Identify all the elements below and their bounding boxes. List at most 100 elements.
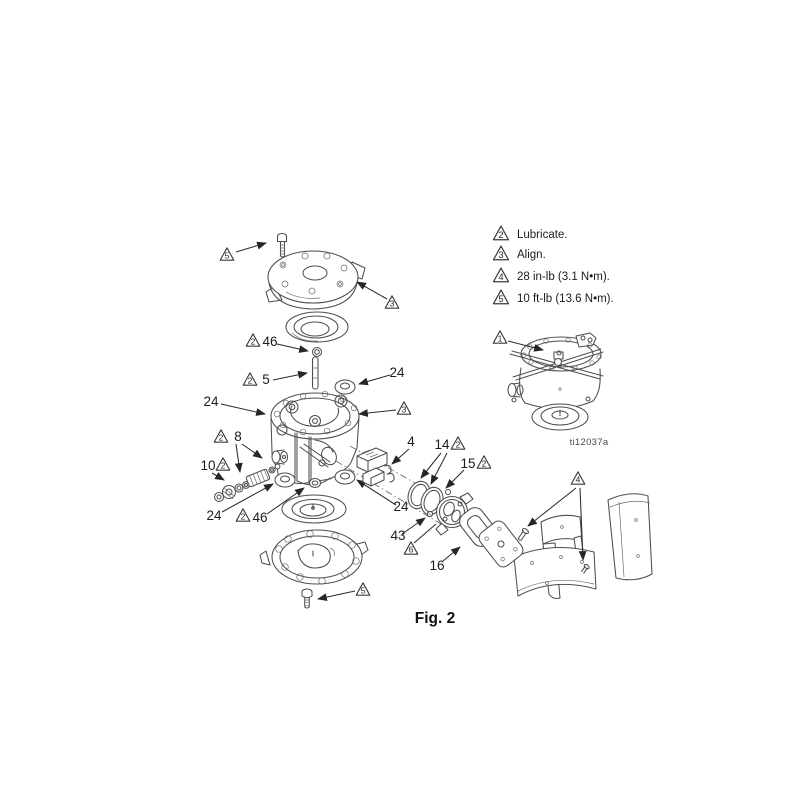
- svg-text:2: 2: [251, 336, 256, 346]
- ref-triangle-2-oring-lower: 2: [235, 508, 251, 522]
- part-label-10: 10: [200, 458, 215, 473]
- lower-diaphragm-plate: [281, 494, 347, 524]
- legend-text-torque-10: 10 ft-lb (13.6 N•m).: [517, 293, 614, 305]
- leader-align-plate: [356, 281, 388, 300]
- leader-24-lower-right: [356, 479, 397, 506]
- spring: [245, 468, 271, 488]
- part-label-24-lower-left: 24: [206, 508, 222, 523]
- leader-align-body: [358, 409, 397, 417]
- leader-ref1: [507, 340, 544, 352]
- ref-triangle-4-shells: 4: [570, 471, 586, 485]
- svg-text:6: 6: [409, 544, 414, 554]
- leader-16: [442, 546, 461, 562]
- front-shell-band: [513, 546, 597, 597]
- upper-diaphragm-plate: [285, 311, 349, 343]
- ref-triangle-2-stack: 2: [213, 429, 229, 443]
- ref-triangle-2-orings14: 2: [450, 436, 466, 450]
- drawing-code: ti12037a: [570, 437, 609, 448]
- svg-text:2: 2: [482, 458, 487, 468]
- side-port: [271, 449, 289, 465]
- part-label-24-left: 24: [203, 394, 219, 409]
- leader-24-left: [220, 403, 266, 416]
- legend-text-lubricate: Lubricate.: [517, 229, 568, 241]
- part-label-24-upper-right: 24: [389, 365, 405, 380]
- svg-text:1: 1: [498, 333, 503, 343]
- legend-triangle-2: 2: [492, 225, 510, 241]
- part-label-46-upper: 46: [262, 334, 277, 349]
- legend-triangle-3: 3: [492, 245, 510, 261]
- leader-24-lower-left: [221, 483, 274, 513]
- svg-text:5: 5: [361, 585, 366, 595]
- retaining-clips: [384, 464, 395, 483]
- svg-text:2: 2: [221, 460, 226, 470]
- legend-triangle-4: 4: [492, 267, 510, 283]
- svg-text:4: 4: [576, 474, 581, 484]
- ref-triangle-5-top: 5: [219, 247, 235, 261]
- ref-triangle-2-oring-upper: 2: [245, 333, 261, 347]
- svg-text:3: 3: [498, 250, 503, 260]
- leader-24-upper: [358, 374, 391, 386]
- legend-text-torque-28: 28 in-lb (3.1 N•m).: [517, 271, 610, 283]
- oring-46-upper: [311, 346, 323, 358]
- part-label-46-lower: 46: [252, 510, 267, 525]
- svg-text:2: 2: [248, 375, 253, 385]
- part-label-5: 5: [262, 372, 270, 387]
- washer-spring-stack: [213, 463, 281, 503]
- ref-triangle-2-pin15: 2: [476, 455, 492, 469]
- svg-text:2: 2: [219, 432, 224, 442]
- leader-15: [445, 469, 465, 489]
- svg-text:5: 5: [498, 294, 503, 304]
- svg-text:4: 4: [498, 272, 503, 282]
- leader-ref6: [413, 523, 437, 544]
- shell-screw-left: [517, 528, 529, 541]
- leader-shell-screw-left: [527, 487, 577, 527]
- leader-8a: [234, 443, 243, 473]
- svg-text:5: 5: [225, 250, 230, 260]
- cover-bolt-holes: [275, 530, 360, 585]
- leader-10: [211, 472, 225, 481]
- leader-14b: [430, 452, 448, 485]
- assembled-side-port: [507, 382, 524, 403]
- ref-triangle-3-body: 3: [396, 401, 412, 415]
- svg-text:2: 2: [241, 511, 246, 521]
- plate-holes: [279, 252, 348, 295]
- svg-text:3: 3: [402, 404, 407, 414]
- bottom-screw: [301, 588, 313, 609]
- center-section: [270, 390, 360, 486]
- legend-triangle-5: 5: [492, 289, 510, 305]
- detent-housing: [356, 447, 388, 487]
- legend-text-align: Align.: [517, 249, 546, 261]
- grommet-24-lower-right: [334, 469, 356, 485]
- part-label-24-lower-right: 24: [393, 499, 409, 514]
- grommet-24-lower-left: [274, 472, 296, 488]
- ref-triangle-3-plate: 3: [384, 295, 400, 309]
- assembled-view: [507, 332, 604, 431]
- pin-15: [444, 488, 452, 496]
- leader-14a: [420, 452, 442, 479]
- part-label-4: 4: [407, 434, 415, 449]
- ref-triangle-2-washers: 2: [215, 457, 231, 471]
- part-label-16: 16: [429, 558, 444, 573]
- svg-text:3: 3: [390, 298, 395, 308]
- ref-triangle-5-bottom: 5: [355, 582, 371, 596]
- valve-cover-16: [478, 520, 524, 568]
- leader-4: [391, 448, 410, 465]
- leader-46-lower: [266, 487, 305, 515]
- bottom-cover: [259, 529, 369, 585]
- part-label-15: 15: [460, 456, 475, 471]
- clamp-bars: [509, 348, 604, 381]
- leader-torque-screw: [235, 241, 267, 253]
- right-shell: [607, 493, 653, 581]
- figure-caption: Fig. 2: [415, 610, 455, 627]
- sound-cover-shells: [513, 493, 653, 600]
- ref-triangle-1-assembled: 1: [492, 330, 508, 344]
- assembled-base: [531, 403, 589, 431]
- bracket: [575, 332, 597, 348]
- ref-triangle-6-valve: 6: [403, 541, 419, 555]
- part-label-43: 43: [390, 528, 405, 543]
- leader-shell-screw-right: [578, 487, 587, 561]
- part-label-14: 14: [434, 437, 450, 452]
- svg-text:2: 2: [456, 439, 461, 449]
